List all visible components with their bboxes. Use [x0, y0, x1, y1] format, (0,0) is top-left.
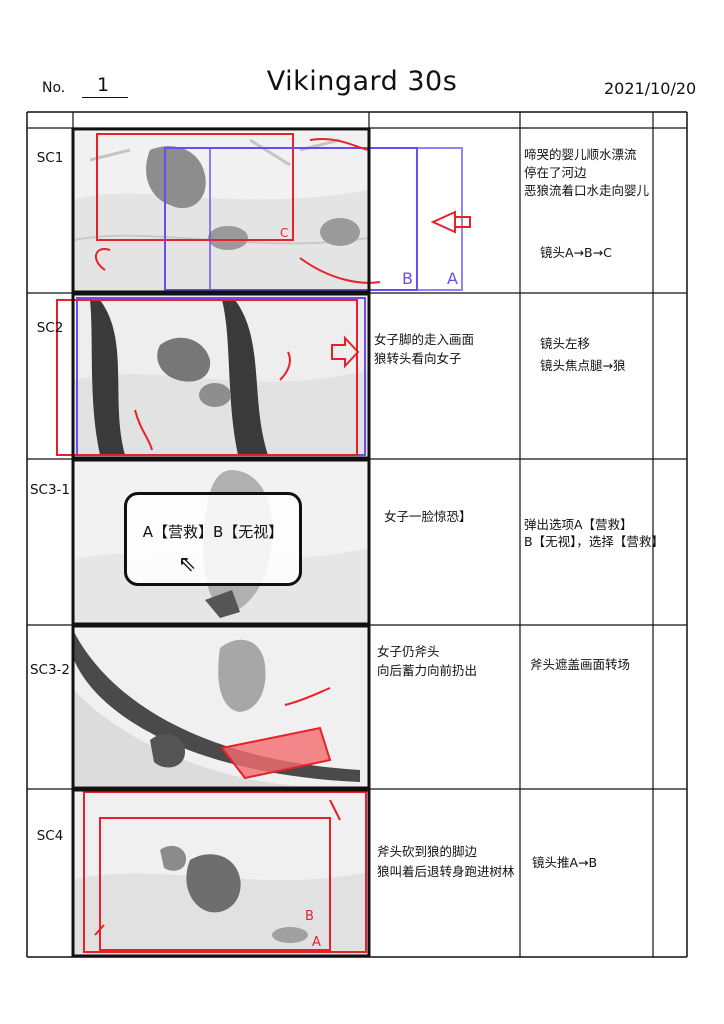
mark-b: B: [402, 269, 413, 288]
number-label: No.: [42, 80, 66, 96]
storyboard-grid: [26, 111, 688, 958]
number-value: 1: [97, 74, 110, 96]
action-line: 狼转头看向女子: [374, 351, 462, 366]
choice-popup: A【营救】B【无视】: [124, 492, 302, 586]
action-line: 女子仍斧头: [377, 644, 440, 659]
panel-sc1-sketch: [73, 131, 369, 292]
note-line: B【无视】，选择【营救】: [524, 534, 664, 549]
note-line: 弹出选项A【营救】: [524, 517, 633, 532]
action-line: 狼叫着后退转身跑进树林: [377, 864, 515, 879]
mark-a: A: [312, 935, 321, 950]
panel-sc2-sketch: [74, 294, 368, 458]
mark-b: B: [305, 909, 314, 924]
note-line: 镜头焦点腿→狼: [540, 358, 626, 373]
note-line: 镜头A→B→C: [540, 245, 612, 260]
scene-label: SC3-1: [29, 482, 71, 498]
camera-marks-sc3-2: [220, 687, 332, 780]
panel-sc4-sketch: [74, 790, 368, 956]
scene-label: SC1: [36, 150, 64, 166]
action-line: 向后蓄力向前扔出: [377, 663, 478, 678]
camera-marks-sc4: [83, 791, 367, 953]
camera-marks-sc2: [56, 297, 366, 456]
scene-label: SC4: [36, 828, 64, 844]
note-line: 停在了河边: [524, 165, 587, 180]
action-line: 女子脚的走入画面: [374, 332, 475, 347]
note-line: 恶狼流着口水走向婴儿: [524, 183, 650, 198]
number-underline: [82, 97, 128, 98]
action-line: 女子一脸惊恐】: [384, 509, 472, 524]
action-line: 斧头砍到狼的脚边: [377, 844, 478, 859]
cursor-arrow-icon: ⇖: [178, 552, 197, 577]
note-line: 镜头推A→B: [532, 855, 598, 870]
scene-label: SC3-2: [29, 662, 71, 678]
choice-popup-text: A【营救】B【无视】: [142, 523, 284, 541]
panel-sc3-2-sketch: [74, 626, 368, 788]
page-title: Vikingard 30s: [266, 66, 458, 97]
note-line: 啼哭的婴儿顺水漂流: [524, 147, 637, 162]
note-line: 斧头遮盖画面转场: [530, 657, 631, 672]
page-date: 2021/10/20: [604, 79, 697, 98]
scene-label: SC2: [36, 320, 64, 336]
note-line: 镜头左移: [540, 336, 591, 351]
mark-a: A: [447, 269, 458, 288]
camera-marks-sc1: [95, 133, 471, 291]
mark-c: C: [280, 226, 288, 240]
